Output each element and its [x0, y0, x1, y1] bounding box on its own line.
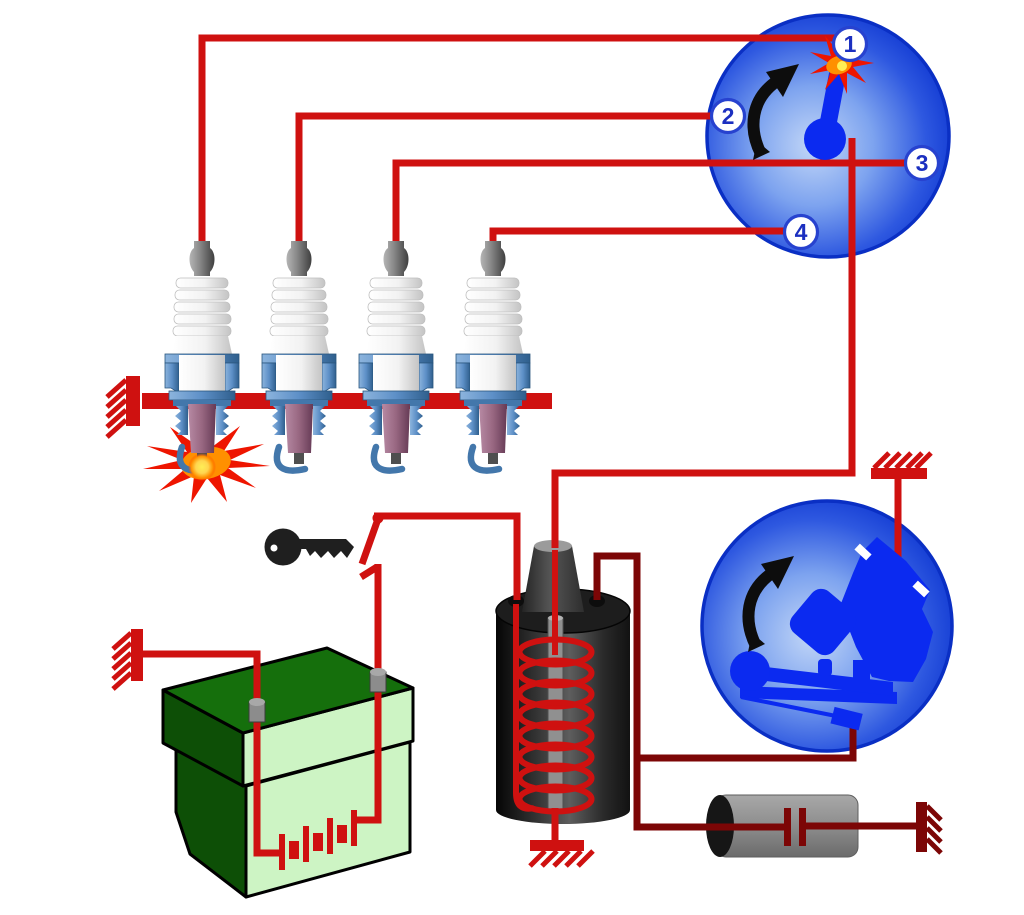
rotor-hub: [804, 118, 846, 160]
ground-symbol-coil: [528, 840, 595, 868]
spark-glow: [188, 453, 216, 481]
high-tension-lead: [551, 138, 856, 548]
ignition-coil: [495, 540, 631, 824]
coil-winding: [516, 636, 595, 815]
points-arm: [766, 667, 893, 696]
distributor-internals: 1 2 3 4: [709, 25, 941, 251]
distributor-terminal-2: 2: [709, 97, 747, 135]
battery-negative-wire: [140, 650, 281, 857]
breaker-terminal-block: [830, 706, 863, 731]
rubbing-block: [818, 659, 832, 676]
distributor-terminal-4: 4: [782, 213, 820, 251]
ground-symbol-battery: [111, 629, 143, 691]
battery-terminal-positive-top: [370, 668, 386, 676]
battery-lid-top: [161, 646, 415, 735]
terminal-1-label: 1: [844, 31, 857, 57]
coil-primary-internal-wire: [513, 604, 535, 812]
breaker-internals: [730, 537, 933, 731]
capacitor-symbol: [784, 808, 806, 846]
terminal-2-label: 2: [722, 103, 735, 129]
ignition-switch-contact: [359, 564, 379, 580]
coil-to-condenser-wire: [593, 552, 785, 831]
breaker-spring: [740, 695, 837, 718]
wiring: [105, 34, 943, 868]
spark-plugs: [165, 241, 530, 481]
ground-symbol-plugs: [105, 376, 140, 439]
breaker-cam: [789, 588, 857, 656]
coil-terminal-right: [589, 595, 605, 607]
fixed-contact-bracket: [840, 537, 933, 682]
switch-junction-node: [372, 512, 384, 524]
bracket-notch-2: [912, 580, 930, 598]
terminal-3-label: 3: [916, 150, 929, 176]
points-pivot: [730, 651, 770, 691]
contact-block: [853, 660, 870, 684]
plug-wire-3: [392, 159, 907, 252]
ignition-switch-lever: [358, 517, 382, 566]
battery-terminals: [248, 668, 387, 723]
battery-positive-wire: [355, 564, 382, 824]
battery: [161, 646, 415, 899]
ignition-key-icon: [264, 528, 354, 566]
distributor-terminal-3: 3: [903, 144, 941, 182]
plug-wire-2: [295, 112, 713, 252]
distributor-terminal-1: 1: [831, 25, 869, 63]
breaker-points-lead: [634, 719, 857, 762]
ground-symbol-condenser: [916, 802, 943, 855]
terminal-4-label: 4: [795, 219, 808, 245]
bracket-notch-1: [854, 543, 872, 561]
plug-wire-1: [198, 34, 836, 252]
engine-ground-rail: [142, 393, 552, 409]
ground-symbol-breaker: [871, 451, 933, 479]
switch-to-coil-wire: [374, 512, 521, 600]
battery-cell-symbol: [279, 810, 357, 870]
battery-terminal-negative-top: [249, 698, 265, 706]
